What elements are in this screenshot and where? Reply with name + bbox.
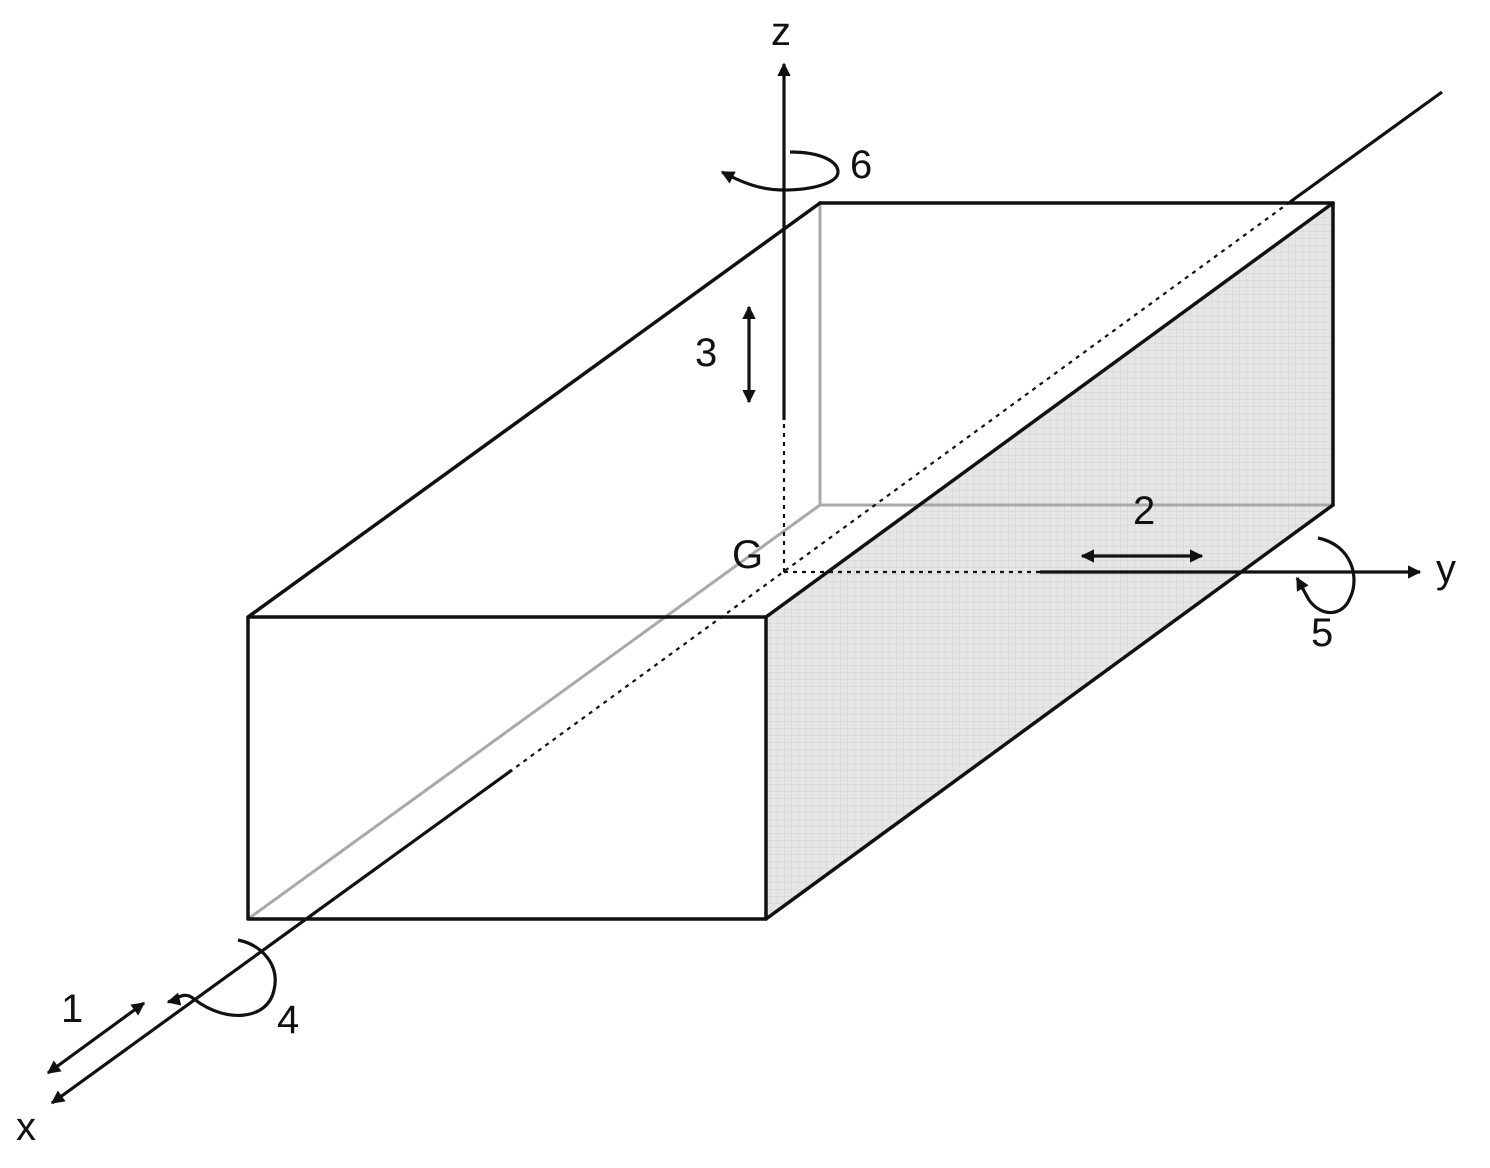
yaw-label: 6 <box>850 143 872 187</box>
x-axis-label: x <box>16 1105 36 1149</box>
sway-label: 2 <box>1133 489 1155 533</box>
surge-double-arrow <box>46 1001 146 1075</box>
origin-label: G <box>732 533 763 577</box>
yaw-arrow-icon <box>720 150 840 192</box>
pitch-label: 5 <box>1311 611 1333 655</box>
roll-label: 4 <box>277 998 299 1042</box>
heave-label: 3 <box>695 331 717 375</box>
z-axis-label: z <box>771 10 791 54</box>
y-axis-label: y <box>1436 547 1456 591</box>
surge-label: 1 <box>61 987 83 1031</box>
box-edges <box>246 201 1335 921</box>
box-right-face <box>766 203 1333 919</box>
roll-arrow-head-icon <box>166 992 196 1006</box>
roll-arrow-icon <box>193 938 277 1017</box>
box-hidden-edges <box>247 203 1333 921</box>
pitch-arrow-icon <box>1295 536 1356 615</box>
